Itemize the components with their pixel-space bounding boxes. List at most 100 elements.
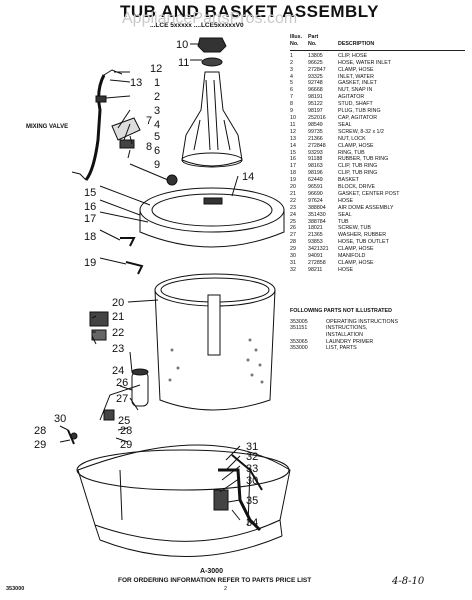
- part-no: 98163: [308, 163, 323, 170]
- illus-no: 25: [290, 218, 296, 225]
- air-dome: [131, 371, 149, 407]
- part-no: 93293: [308, 149, 323, 156]
- part-no: 98191: [308, 94, 323, 101]
- illus-no: 29: [290, 246, 296, 253]
- description: RUBBER, TUB RING: [338, 156, 389, 163]
- description: SCREW, TUB: [338, 225, 371, 232]
- callout-26: 26: [116, 377, 128, 389]
- callout-21: 21: [112, 311, 124, 323]
- tub-ring: [139, 187, 285, 233]
- callout-19: 19: [84, 257, 96, 269]
- description: RING, TUB: [338, 149, 365, 156]
- list-item: INSTALLATION: [290, 332, 465, 339]
- description: CLAMP, HOSE: [338, 246, 374, 253]
- callout-15: 15: [84, 187, 96, 199]
- illus-no: 2: [290, 59, 293, 66]
- description: INLET, WATER: [338, 73, 374, 80]
- callout-8: 8: [146, 141, 152, 153]
- part-no: 91188: [308, 156, 323, 163]
- part-no: 98211: [308, 266, 323, 273]
- description: GASKET, CENTER POST: [338, 190, 400, 197]
- part-no: 92748: [308, 80, 323, 87]
- part-no: 388804: [308, 204, 326, 211]
- watermark: AppliancePartsPros.com: [122, 10, 298, 27]
- description: SEAL: [338, 121, 352, 128]
- not-illustrated-heading: FOLLOWING PARTS NOT ILLUSTRATED: [290, 307, 392, 314]
- mixing-valve-label: MIXING VALVE: [26, 124, 68, 130]
- water-inlet: [111, 117, 141, 141]
- part-no: 93853: [308, 239, 323, 246]
- callout-30: 30: [54, 413, 66, 425]
- part-no: 96668: [308, 87, 323, 94]
- description: CLIP, TUB RING: [338, 163, 378, 170]
- illus-no: 16: [290, 156, 296, 163]
- callout-18: 18: [84, 231, 96, 243]
- list-item: 353065 LAUNDRY PRIMER: [290, 339, 465, 346]
- tub-ring-plug: [166, 174, 178, 186]
- illus-no: 19: [290, 177, 296, 184]
- callout-34: 34: [246, 517, 258, 529]
- inlet-hose: [84, 74, 106, 181]
- callout-33: 33: [246, 463, 258, 475]
- part-no: [290, 332, 326, 339]
- page-title: TUB AND BASKET ASSEMBLY: [120, 2, 379, 21]
- model-subtitle: ...LCE 5xxxxx ....LCE5xxxxxV0: [150, 22, 244, 29]
- col-no-2: No.: [308, 40, 317, 47]
- description: NUT, LOCK: [338, 135, 366, 142]
- description: LAUNDRY PRIMER: [326, 338, 374, 345]
- callout-24: 24: [112, 365, 124, 377]
- illus-no: 12: [290, 128, 296, 135]
- illus-no: 7: [290, 94, 293, 101]
- illus-no: 22: [290, 197, 296, 204]
- description: BASKET: [338, 177, 359, 184]
- agitator-cap: [197, 37, 227, 53]
- illus-no: 8: [290, 101, 293, 108]
- description: HOSE: [338, 266, 354, 273]
- illus-no: 15: [290, 149, 296, 156]
- col-illus: Illus.: [290, 34, 303, 40]
- description: CLAMP, HOSE: [338, 142, 374, 149]
- callout-29: 29: [34, 439, 46, 451]
- part-no: 96690: [308, 190, 323, 197]
- part-no: 98549: [308, 121, 323, 128]
- part-no: 21366: [308, 135, 323, 142]
- part-no: 98196: [308, 170, 323, 177]
- description: SEAL: [338, 211, 352, 218]
- illus-no: 28: [290, 239, 296, 246]
- callout-27: 27: [116, 393, 128, 405]
- callout-28: 28: [34, 425, 46, 437]
- callout-2: 2: [154, 91, 160, 103]
- part-no: 353065: [290, 338, 308, 345]
- illus-no: 3: [290, 66, 293, 73]
- part-no: 272847: [308, 66, 326, 73]
- document-code: 353000: [6, 586, 25, 592]
- part-no: 93325: [308, 73, 323, 80]
- callout-35: 35: [246, 495, 258, 507]
- illus-no: 30: [290, 253, 296, 260]
- callout-5: 5: [154, 131, 160, 143]
- parts-table-header: Illus. Part No. No. DESCRIPTION: [290, 34, 465, 48]
- page-number: 2: [224, 586, 228, 592]
- part-no: 272848: [308, 142, 326, 149]
- illus-no: 13: [290, 135, 296, 142]
- illus-no: 27: [290, 232, 296, 239]
- callout-30b: 30: [246, 475, 258, 487]
- description: PLUG, TUB RING: [338, 108, 381, 115]
